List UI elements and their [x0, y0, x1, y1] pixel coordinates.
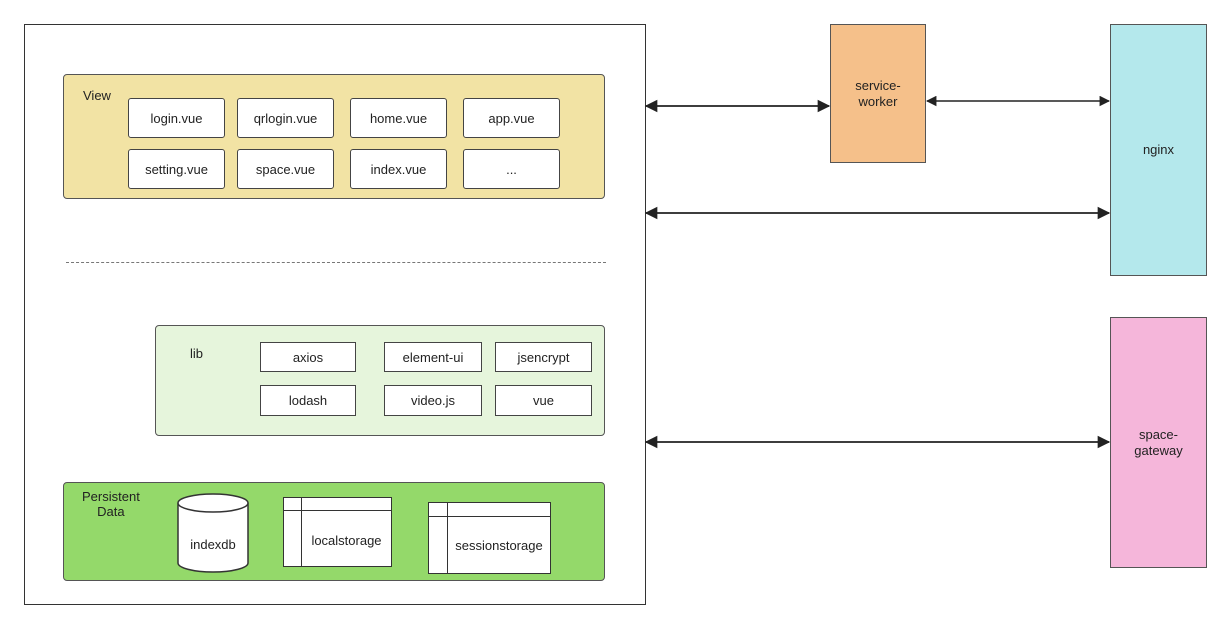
service-worker-label-line2: worker — [858, 93, 898, 109]
indexdb-label: indexdb — [190, 537, 236, 552]
sessionstorage-divider-v — [447, 502, 448, 574]
lib-item-vue: vue — [495, 385, 592, 416]
localstorage-divider-v — [301, 497, 302, 567]
space-gateway-node: space- gateway — [1110, 317, 1207, 568]
nginx-label: nginx — [1142, 142, 1175, 157]
layer-separator — [66, 262, 606, 263]
lib-item-axios: axios — [260, 342, 356, 372]
view-item-more: ... — [463, 149, 560, 189]
lib-item-element-ui: element-ui — [384, 342, 482, 372]
view-item-home: home.vue — [350, 98, 447, 138]
persistent-title-line1: Persistent — [82, 489, 140, 504]
view-item-login: login.vue — [128, 98, 225, 138]
lib-title: lib — [190, 346, 204, 361]
persistent-title: Persistent Data — [82, 489, 140, 519]
localstorage-label: localstorage — [311, 533, 382, 548]
space-gateway-label-line1: space- — [1138, 426, 1178, 442]
view-title: View — [83, 88, 111, 103]
service-worker-node: service- worker — [830, 24, 926, 163]
view-item-setting: setting.vue — [128, 149, 225, 189]
localstorage-divider-h — [283, 510, 392, 511]
view-item-qrlogin: qrlogin.vue — [237, 98, 334, 138]
nginx-node: nginx — [1110, 24, 1207, 276]
view-item-space: space.vue — [237, 149, 334, 189]
lib-item-videojs: video.js — [384, 385, 482, 416]
sessionstorage-store — [428, 502, 551, 574]
sessionstorage-label: sessionstorage — [455, 538, 543, 553]
space-gateway-label-line2: gateway — [1134, 442, 1183, 458]
lib-item-jsencrypt: jsencrypt — [495, 342, 592, 372]
service-worker-label-line1: service- — [855, 77, 901, 93]
persistent-title-line2: Data — [97, 504, 125, 519]
sessionstorage-divider-h — [428, 516, 551, 517]
view-item-index: index.vue — [350, 149, 447, 189]
lib-item-lodash: lodash — [260, 385, 356, 416]
view-item-app: app.vue — [463, 98, 560, 138]
